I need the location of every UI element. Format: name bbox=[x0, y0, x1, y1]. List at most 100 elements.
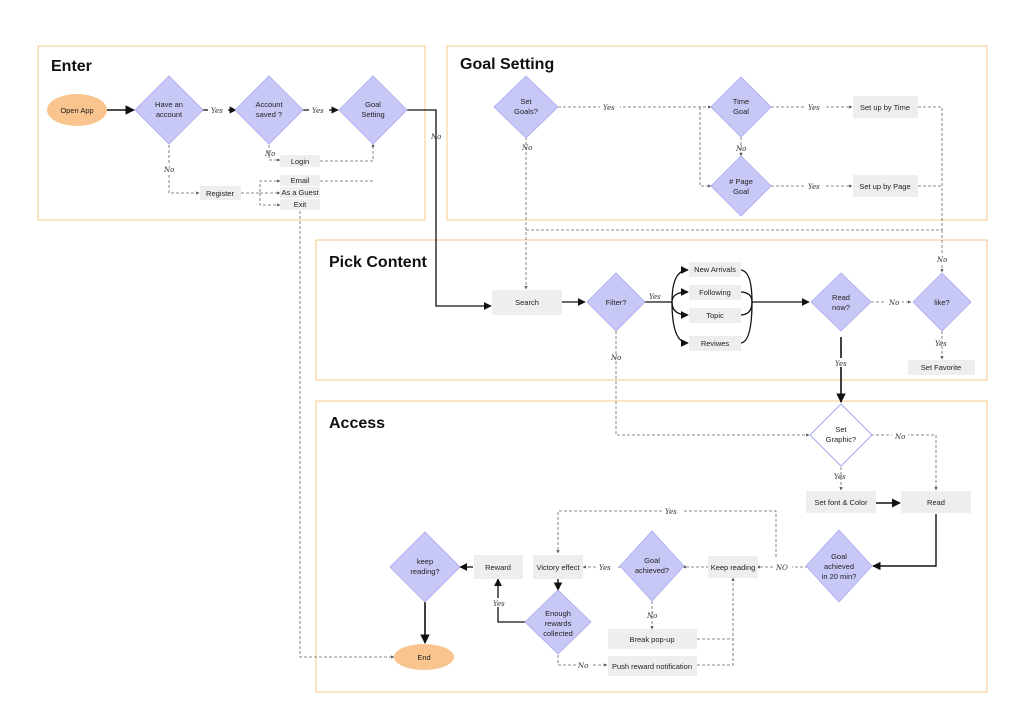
svg-text:account: account bbox=[156, 110, 183, 119]
section-pick-content: Pick Content bbox=[315, 239, 988, 381]
svg-text:Goal: Goal bbox=[644, 556, 660, 565]
have-account-decision: Have an account bbox=[134, 75, 204, 145]
account-saved-decision: Account saved ? bbox=[234, 75, 304, 145]
svg-text:Set up by Time: Set up by Time bbox=[860, 103, 910, 112]
svg-text:Search: Search bbox=[515, 298, 539, 307]
edge-label-no: No bbox=[888, 299, 899, 307]
section-goal-setting: Goal Setting bbox=[446, 45, 988, 221]
read-box: Read bbox=[901, 491, 971, 513]
section-title-enter: Enter bbox=[51, 58, 92, 75]
edge-label-no: No bbox=[264, 150, 275, 158]
svg-text:Goal: Goal bbox=[733, 107, 749, 116]
svg-text:Filter?: Filter? bbox=[606, 298, 627, 307]
edge-label-yes: Yes bbox=[312, 107, 324, 115]
svg-text:Push reward notification: Push reward notification bbox=[612, 662, 692, 671]
svg-text:Set font & Color: Set font & Color bbox=[815, 498, 868, 507]
svg-text:# Page: # Page bbox=[729, 177, 753, 186]
svg-text:Set Favorite: Set Favorite bbox=[921, 363, 961, 372]
svg-text:Topic: Topic bbox=[706, 311, 724, 320]
edge-label-yes: Yes bbox=[665, 508, 677, 516]
section-access: Access bbox=[315, 400, 988, 693]
open-app-node: Open App bbox=[47, 94, 107, 126]
svg-text:Keep reading: Keep reading bbox=[711, 563, 756, 572]
edge-label-yes: Yes bbox=[599, 564, 611, 572]
svg-text:reading?: reading? bbox=[410, 567, 439, 576]
keep-reading-box: Keep reading bbox=[708, 556, 758, 578]
svg-text:Goals?: Goals? bbox=[514, 107, 538, 116]
edge-label-yes: Yes bbox=[211, 107, 223, 115]
svg-text:saved ?: saved ? bbox=[256, 110, 282, 119]
exit-box: Exit bbox=[280, 199, 320, 210]
set-up-page-box: Set up by Page bbox=[853, 175, 918, 197]
svg-text:Email: Email bbox=[291, 176, 310, 185]
edge-label-no: No bbox=[646, 612, 657, 620]
svg-text:Reviwes: Reviwes bbox=[701, 339, 730, 348]
reward-box: Reward bbox=[474, 555, 523, 579]
svg-text:End: End bbox=[417, 653, 430, 662]
set-font-color-box: Set font & Color bbox=[806, 491, 876, 513]
keep-reading-decision: keep reading? bbox=[389, 531, 461, 603]
svg-text:Have an: Have an bbox=[155, 100, 183, 109]
svg-text:Victory effect: Victory effect bbox=[536, 563, 580, 572]
break-popup-box: Break pop-up bbox=[608, 629, 697, 649]
section-title-goal-setting: Goal Setting bbox=[460, 56, 554, 73]
email-box: Email bbox=[280, 175, 320, 186]
edge-label-no: No bbox=[735, 145, 746, 153]
enough-rewards-decision: Enough rewards collected bbox=[524, 589, 592, 655]
edge-label-no: No bbox=[430, 133, 441, 141]
svg-text:Goal: Goal bbox=[365, 100, 381, 109]
guest-box: As a Guest bbox=[280, 187, 320, 198]
reviews-box: Reviwes bbox=[689, 336, 741, 351]
set-favorite-box: Set Favorite bbox=[908, 360, 975, 375]
svg-text:Graphic?: Graphic? bbox=[826, 435, 856, 444]
svg-text:Set: Set bbox=[835, 425, 847, 434]
search-box: Search bbox=[492, 290, 562, 315]
edge-label-yes: Yes bbox=[834, 473, 846, 481]
svg-text:Read: Read bbox=[832, 293, 850, 302]
goal-achieved-decision: Goal achieved? bbox=[619, 530, 685, 602]
read-now-decision: Read now? bbox=[810, 272, 872, 332]
edge-label-yes: Yes bbox=[835, 360, 847, 368]
svg-text:Set up by Page: Set up by Page bbox=[859, 182, 910, 191]
goal-20-min-decision: Goal achieved in 20 min? bbox=[805, 529, 873, 603]
section-title-pick-content: Pick Content bbox=[329, 254, 427, 271]
end-node: End bbox=[394, 644, 454, 670]
topic-box: Topic bbox=[689, 308, 741, 323]
set-up-time-box: Set up by Time bbox=[853, 96, 918, 118]
edge-label-no: No bbox=[610, 354, 621, 362]
svg-text:Reward: Reward bbox=[485, 563, 511, 572]
svg-text:Enough: Enough bbox=[545, 609, 571, 618]
edge-labels: Yes Yes No No No Yes Yes Yes No No Yes N… bbox=[162, 102, 950, 670]
svg-text:Open App: Open App bbox=[60, 106, 93, 115]
svg-text:Break pop-up: Break pop-up bbox=[629, 635, 674, 644]
edge-label-yes: Yes bbox=[808, 104, 820, 112]
svg-text:Exit: Exit bbox=[294, 200, 307, 209]
svg-text:Set: Set bbox=[520, 97, 532, 106]
like-decision: like? bbox=[912, 272, 972, 332]
section-enter: Enter bbox=[37, 45, 426, 221]
nodes: Open App Have an account Account saved ?… bbox=[47, 75, 975, 676]
svg-text:New Arrivals: New Arrivals bbox=[694, 265, 736, 274]
goal-setting-decision: Goal Setting bbox=[338, 75, 408, 145]
edge-label-no: No bbox=[577, 662, 588, 670]
svg-text:Account: Account bbox=[255, 100, 283, 109]
svg-text:in 20 min?: in 20 min? bbox=[822, 572, 857, 581]
svg-text:like?: like? bbox=[934, 298, 949, 307]
svg-text:Setting: Setting bbox=[361, 110, 384, 119]
svg-text:As a Guest: As a Guest bbox=[281, 188, 319, 197]
set-graphic-decision: Set Graphic? bbox=[809, 403, 873, 467]
edge-label-yes: Yes bbox=[603, 104, 615, 112]
svg-text:keep: keep bbox=[417, 557, 433, 566]
svg-text:collected: collected bbox=[543, 629, 573, 638]
svg-text:rewards: rewards bbox=[545, 619, 572, 628]
login-box: Login bbox=[280, 155, 320, 167]
filter-decision: Filter? bbox=[586, 272, 646, 332]
svg-text:achieved: achieved bbox=[824, 562, 854, 571]
edge-label-no: No bbox=[521, 144, 532, 152]
push-reward-box: Push reward notification bbox=[608, 656, 697, 676]
svg-text:achieved?: achieved? bbox=[635, 566, 669, 575]
edge-label-no: NO bbox=[775, 564, 788, 572]
svg-text:Goal: Goal bbox=[831, 552, 847, 561]
svg-text:Register: Register bbox=[206, 189, 234, 198]
